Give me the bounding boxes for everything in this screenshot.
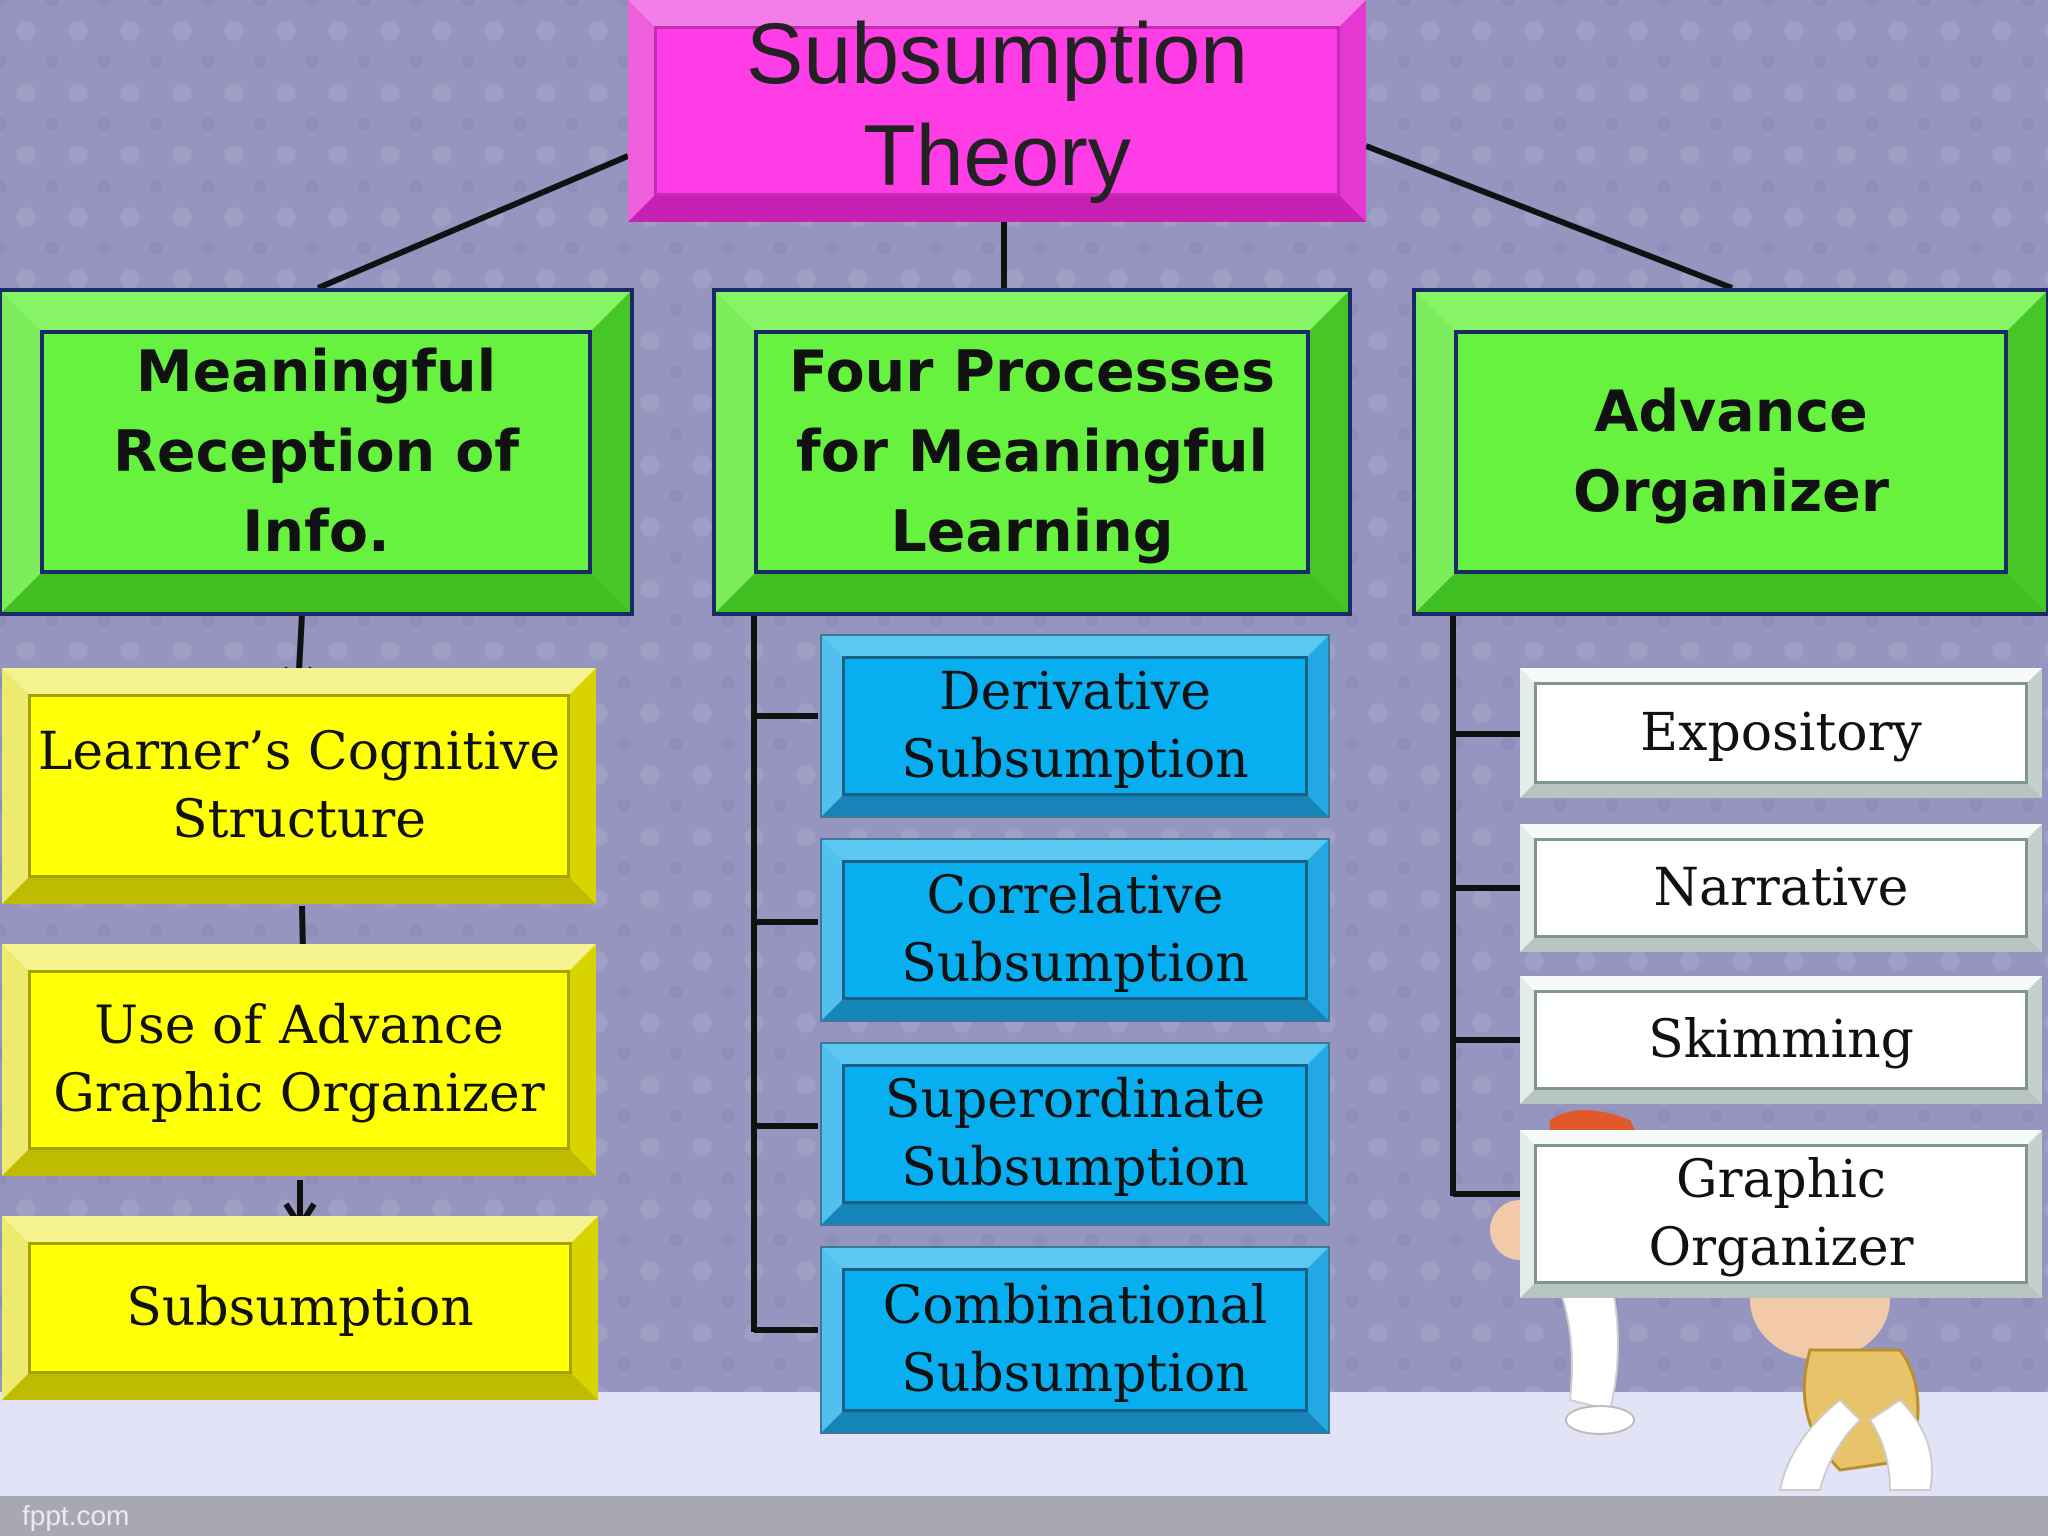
footer-bar — [0, 1496, 2048, 1536]
footer-watermark: fppt.com — [22, 1500, 130, 1531]
process-derivative-subsumption: Derivative Subsumption — [820, 634, 1330, 818]
branch-label: Info. — [242, 499, 390, 565]
step-advance-graphic-organizer: Use of Advance Graphic Organizer — [2, 944, 596, 1176]
process-superordinate-subsumption: Superordinate Subsumption — [820, 1042, 1330, 1226]
process-correlative-subsumption: Correlative Subsumption — [820, 838, 1330, 1022]
process-label: Derivative — [938, 662, 1211, 722]
organizer-label: Skimming — [1648, 1010, 1914, 1070]
step-label: Subsumption — [126, 1278, 474, 1338]
step-label: Structure — [171, 790, 426, 850]
branch-label: Learning — [890, 499, 1174, 565]
process-combinational-subsumption: Combinational Subsumption — [820, 1246, 1330, 1434]
organizer-expository: Expository — [1520, 668, 2042, 798]
process-label: Subsumption — [901, 1344, 1249, 1404]
step-label: Use of Advance — [94, 996, 504, 1056]
connector-title-right — [1364, 143, 1734, 291]
organizer-skimming: Skimming — [1520, 976, 2042, 1104]
step-learners-cognitive-structure: Learner’s Cognitive Structure — [2, 668, 596, 904]
step-label: Graphic Organizer — [53, 1064, 545, 1124]
branch-label: Reception of — [112, 419, 520, 485]
branch-advance-organizer: Advance Organizer — [1412, 288, 2048, 616]
step-label: Learner’s Cognitive — [37, 722, 561, 782]
branch-label: for Meaningful — [795, 419, 1269, 485]
organizer-graphic-organizer: Graphic Organizer — [1520, 1130, 2042, 1298]
process-label: Subsumption — [901, 730, 1249, 790]
branch-label: Organizer — [1573, 459, 1889, 525]
process-label: Superordinate — [884, 1070, 1266, 1130]
organizer-label: Expository — [1640, 703, 1922, 763]
branch-label: Advance — [1594, 379, 1868, 445]
step-subsumption: Subsumption — [2, 1216, 598, 1400]
process-label: Correlative — [926, 866, 1224, 926]
organizer-label: Organizer — [1648, 1218, 1914, 1278]
branch-label: Four Processes — [788, 339, 1276, 405]
title-line-1: Subsumption — [746, 6, 1248, 102]
branch-label: Meaningful — [135, 339, 497, 405]
connector-title-left — [316, 153, 630, 291]
branch-four-processes: Four Processes for Meaningful Learning — [712, 288, 1352, 616]
title-box: Subsumption Theory — [628, 0, 1366, 222]
process-label: Combinational — [882, 1276, 1268, 1336]
process-label: Subsumption — [901, 1138, 1249, 1198]
branch-meaningful-reception: Meaningful Reception of Info. — [0, 288, 634, 616]
organizer-label: Graphic — [1676, 1150, 1886, 1210]
title-line-2: Theory — [863, 108, 1131, 204]
process-label: Subsumption — [901, 934, 1249, 994]
organizer-label: Narrative — [1653, 858, 1909, 918]
organizer-narrative: Narrative — [1520, 824, 2042, 952]
